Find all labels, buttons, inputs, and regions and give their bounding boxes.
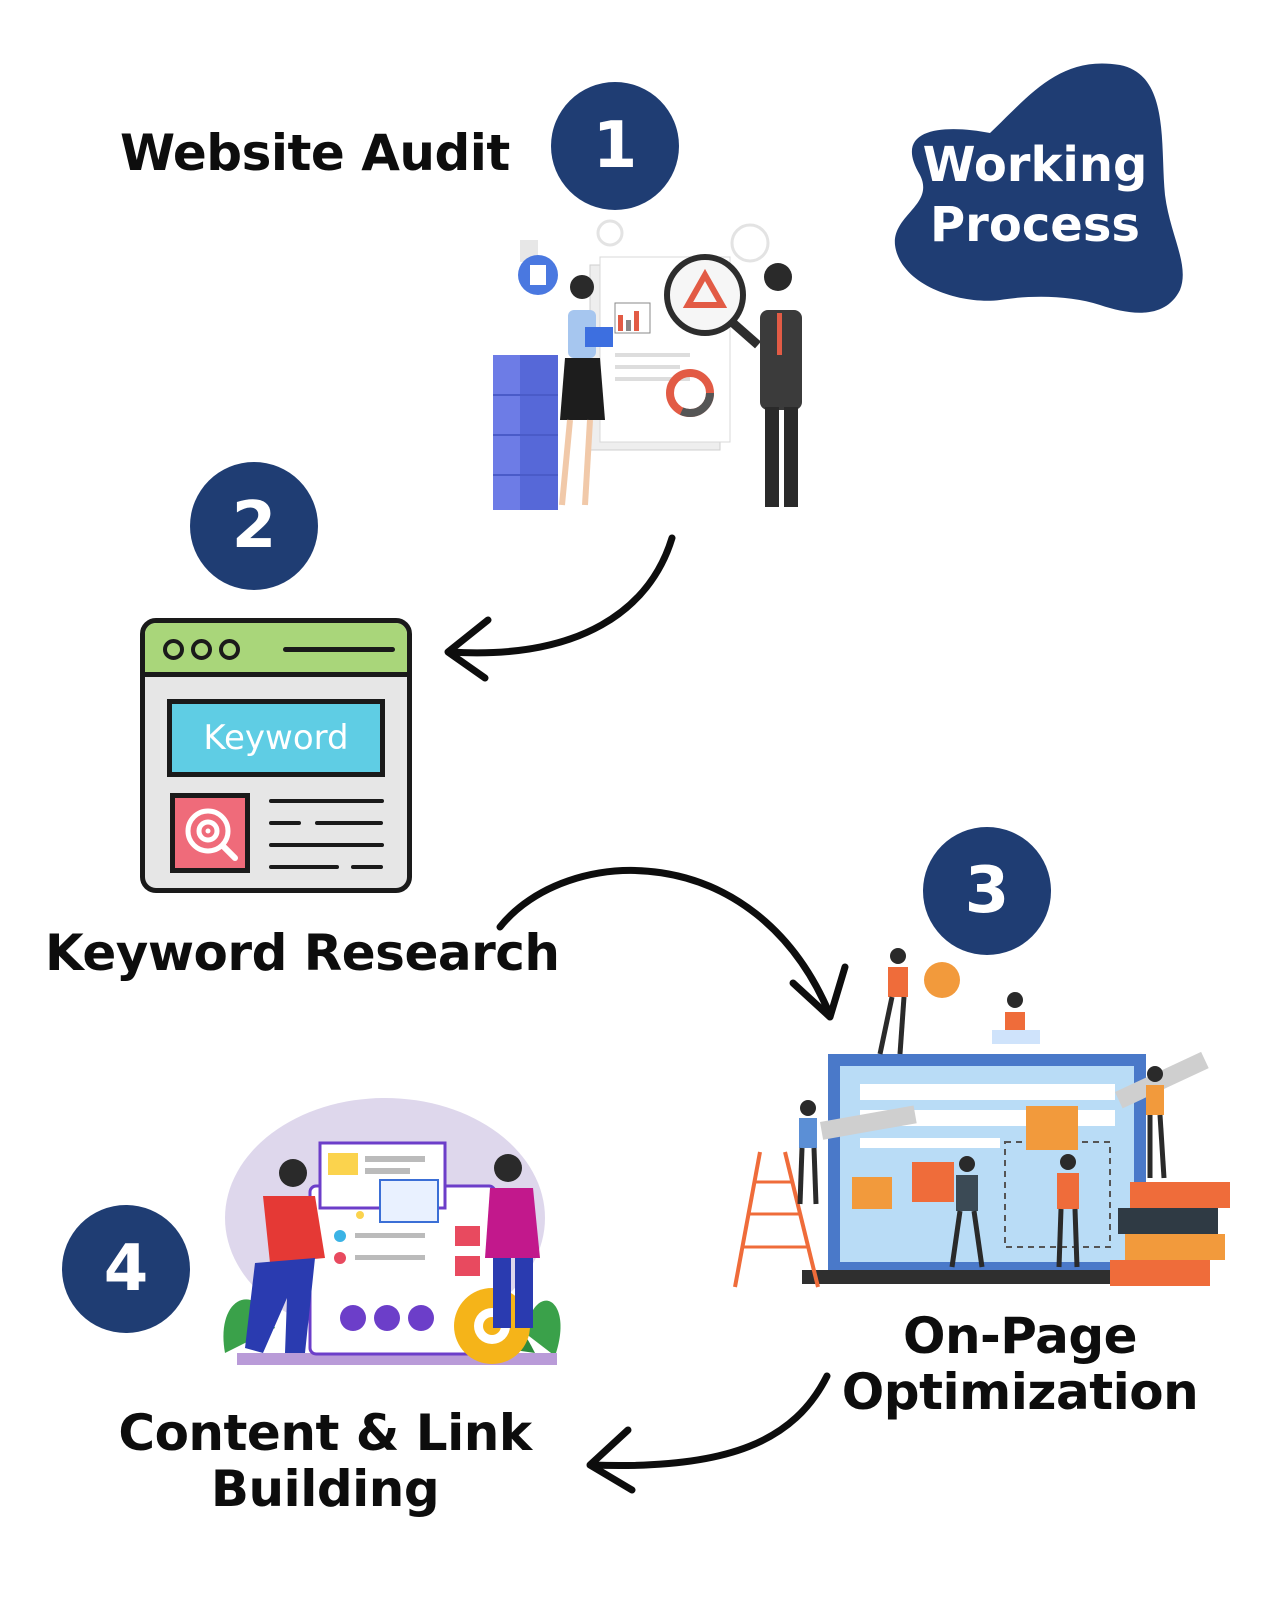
text-line bbox=[269, 799, 384, 803]
text-line bbox=[269, 843, 384, 847]
step-2-number-badge: 2 bbox=[190, 462, 318, 590]
arrow-onpage-to-content bbox=[586, 1372, 831, 1494]
on-page-optimization-illustration bbox=[733, 948, 1230, 1288]
step-3-title: On-Page Optimization bbox=[830, 1308, 1210, 1420]
step-3-title-line-1: On-Page bbox=[902, 1307, 1138, 1365]
browser-header-bar bbox=[145, 623, 407, 677]
text-line bbox=[315, 821, 383, 825]
window-dot-icon bbox=[191, 639, 212, 660]
arrow-audit-to-keyword bbox=[444, 534, 676, 682]
keyword-search-text: Keyword bbox=[203, 718, 349, 758]
arrow-keyword-to-onpage bbox=[496, 867, 849, 1021]
badge-line-2: Process bbox=[930, 197, 1140, 253]
step-3-number-badge: 3 bbox=[923, 827, 1051, 955]
step-2-title: Keyword Research bbox=[45, 924, 560, 982]
step-3-title-line-2: Optimization bbox=[841, 1363, 1199, 1421]
target-search-tile bbox=[170, 793, 250, 873]
text-line bbox=[269, 821, 301, 825]
content-link-building-illustration bbox=[223, 1098, 561, 1365]
step-4-title: Content & Link Building bbox=[115, 1405, 535, 1517]
address-bar-line bbox=[283, 647, 395, 652]
window-dot-icon bbox=[219, 639, 240, 660]
step-1-title: Website Audit bbox=[120, 124, 510, 182]
text-line bbox=[351, 865, 383, 869]
target-search-icon bbox=[185, 808, 238, 861]
website-audit-illustration bbox=[493, 219, 802, 510]
keyword-search-box: Keyword bbox=[167, 699, 385, 777]
working-process-label: Working Process bbox=[895, 135, 1175, 255]
step-4-number-badge: 4 bbox=[62, 1205, 190, 1333]
keyword-browser-window: Keyword bbox=[140, 618, 412, 893]
window-dot-icon bbox=[163, 639, 184, 660]
step-1-number-badge: 1 bbox=[551, 82, 679, 210]
step-4-title-line-1: Content & Link bbox=[118, 1404, 532, 1462]
step-4-title-line-2: Building bbox=[210, 1460, 440, 1518]
text-line bbox=[269, 865, 339, 869]
badge-line-1: Working bbox=[922, 137, 1148, 193]
working-process-blob bbox=[894, 63, 1183, 313]
